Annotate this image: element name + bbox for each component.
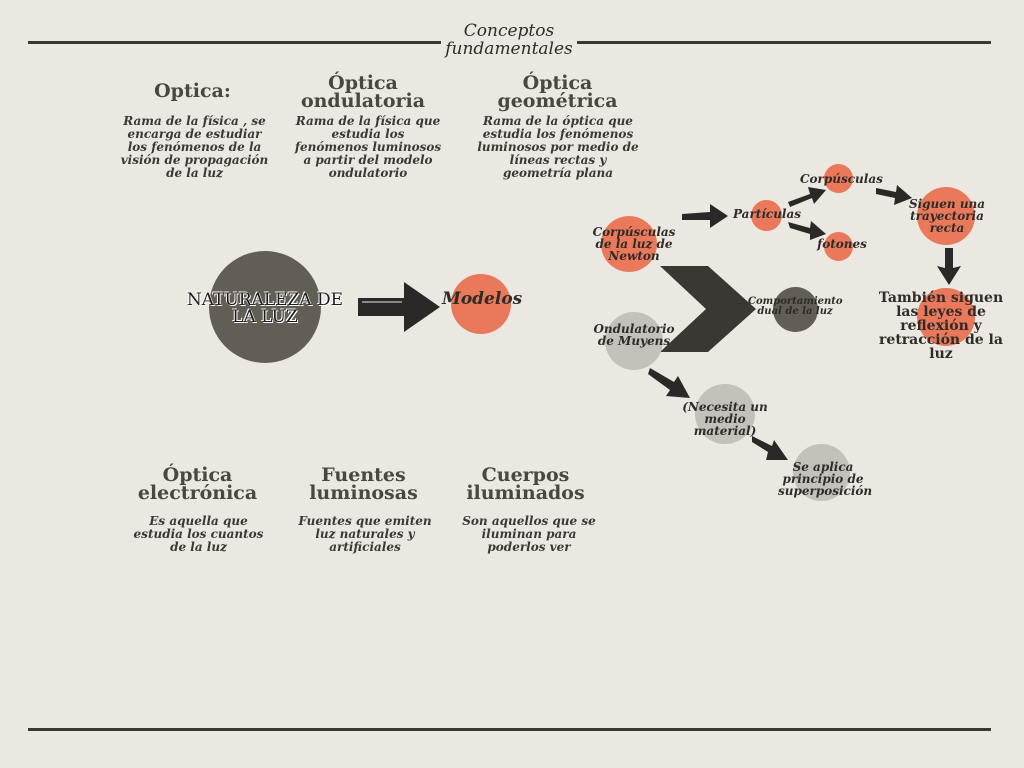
fuentes-luminosas-description: Fuentes que emiten luz naturales y artif… [298, 514, 432, 554]
newton-label: Corpúsculas de la luz de Newton [592, 225, 676, 263]
medio-label: (Necesita un medio material) [682, 400, 768, 438]
naturaleza-label: NATURALEZA DE LA LUZ [186, 290, 344, 327]
arrow-right-icon [358, 282, 440, 332]
medio-circle [695, 384, 755, 444]
cuerpos-iluminados-title: Cuerpos iluminados [466, 464, 585, 504]
superposicion-label: Se aplica principio de superposición [778, 460, 873, 498]
trayectoria-circle [917, 187, 975, 245]
page-title: Conceptos fundamentales [441, 22, 577, 58]
arrow-right-icon [876, 185, 912, 205]
dual-circle [773, 287, 818, 332]
optica-electronica-description: Es aquella que estudia los cuantos de la… [133, 514, 264, 554]
leyes-label: También siguen las leyes de reflexión y … [878, 290, 1004, 362]
optica-ondulatoria-title: Óptica ondulatoria [300, 72, 426, 112]
naturaleza-circle [209, 251, 321, 363]
optica-description: Rama de la física , se encarga de estudi… [120, 114, 269, 180]
optica-electronica-title: Óptica electrónica [137, 464, 258, 504]
newton-circle [601, 216, 657, 272]
page-title-line2: fundamentales [445, 39, 573, 59]
trayectoria-label: Siguen una trayectoria recta [908, 197, 986, 235]
leyes-circle [917, 288, 975, 346]
arrow-down-right-icon [752, 436, 788, 460]
arrow-up-right-icon [788, 187, 826, 207]
modelos-circle [451, 274, 511, 334]
page-title-line1: Conceptos [463, 21, 555, 41]
corpusculas-label: Corpúsculas [800, 172, 883, 186]
optica-ondulatoria-description: Rama de la física que estudia los fenóme… [294, 114, 442, 180]
dual-label: Comportamiento dual de la luz [748, 296, 843, 317]
chevron-right-icon [660, 266, 756, 352]
fotones-circle [824, 232, 853, 261]
optica-geometrica-description: Rama de la óptica que estudia los fenóme… [477, 114, 639, 180]
huyens-label: Ondulatorio de Muyens [593, 322, 675, 348]
arrow-down-icon [937, 248, 961, 285]
optica-geometrica-title: Óptica geométrica [497, 72, 618, 112]
fuentes-luminosas-title: Fuentes luminosas [309, 464, 418, 504]
cuerpos-iluminados-description: Son aquellos que se iluminan para poderl… [462, 514, 596, 554]
corpusculas-circle [824, 164, 853, 193]
header-rule-left [28, 41, 441, 44]
huyens-circle [605, 312, 663, 370]
header-rule-right [577, 41, 991, 44]
footer-rule [28, 728, 991, 731]
arrow-down-right-icon [788, 221, 826, 240]
arrow-down-right-icon [648, 368, 690, 398]
fotones-label: fotones [817, 237, 867, 251]
arrow-right-icon [682, 204, 728, 228]
superposicion-circle [793, 444, 850, 501]
particulas-label: Partículas [732, 207, 802, 221]
optica-title: Optica: [154, 80, 231, 102]
modelos-label: Modelos [442, 289, 523, 309]
particulas-circle [751, 200, 782, 231]
